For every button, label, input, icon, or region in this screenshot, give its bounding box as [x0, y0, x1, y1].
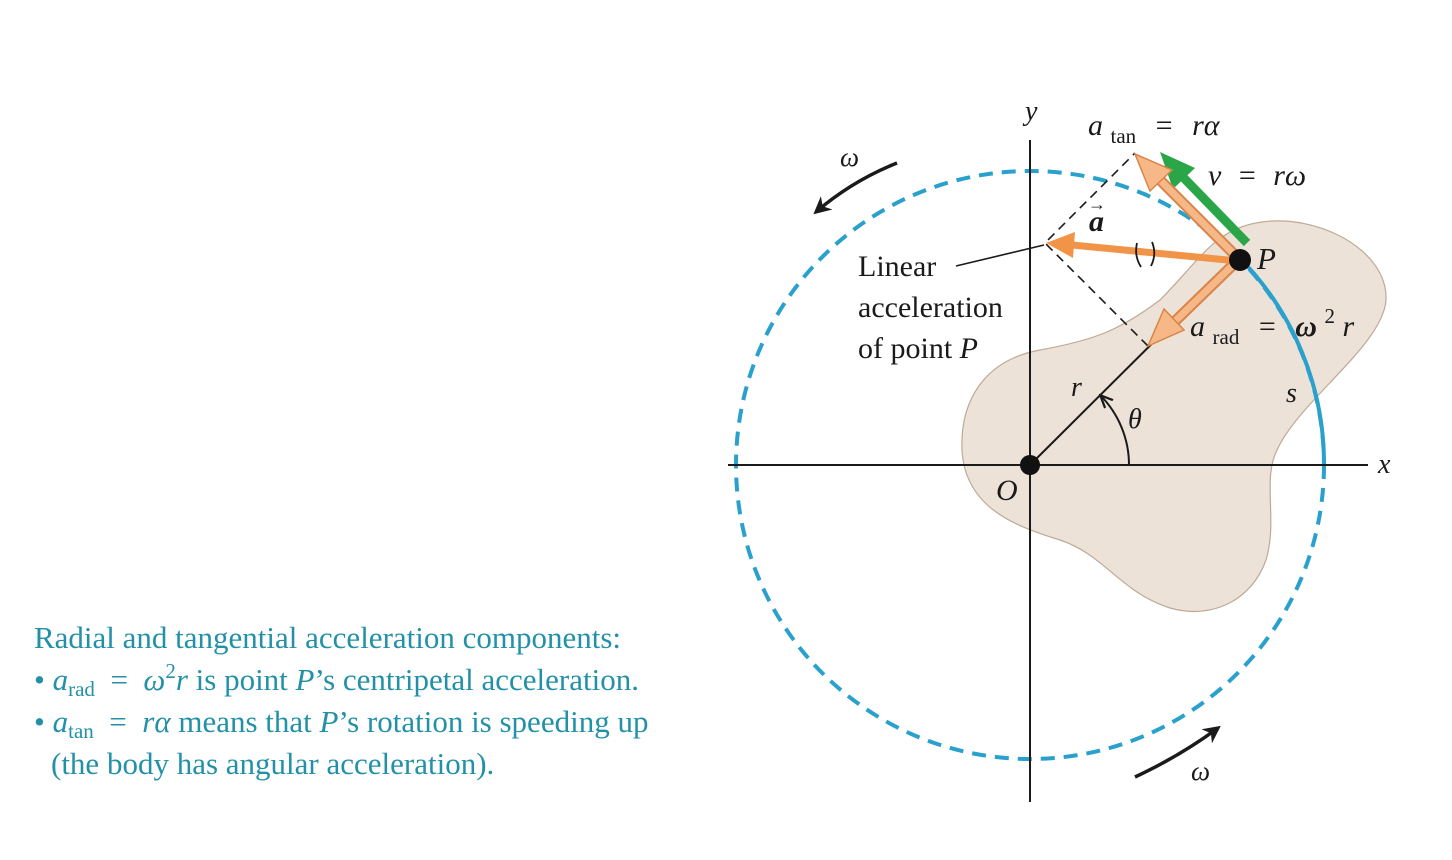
- caption-continuation: (the body has angular acceleration).: [51, 746, 495, 781]
- a-rad-vector: [1146, 258, 1240, 348]
- origin-point: [1020, 455, 1040, 475]
- a-rad-label: a rad = ω 2 r: [1190, 297, 1354, 351]
- accel-vector-arrow: →: [1088, 194, 1106, 214]
- omega-arrow-bottom: [1134, 725, 1221, 779]
- omega-top-label: ω: [840, 142, 859, 172]
- velocity-label: v = rω: [1208, 159, 1306, 192]
- axis-y-label: y: [1022, 96, 1038, 127]
- point-p-label: P: [1256, 241, 1276, 276]
- omega-bottom-label: ω: [1191, 756, 1210, 786]
- point-p: [1229, 249, 1251, 271]
- a-tan-label: a tan = rα: [1088, 109, 1221, 150]
- theta-arc: [1100, 395, 1130, 466]
- linear-accel-line1: Linear: [858, 250, 936, 283]
- theta-label: θ: [1128, 404, 1142, 435]
- radius-label: r: [1071, 372, 1082, 403]
- accel-vector-label: a: [1089, 205, 1104, 238]
- omega-arrow-top: [813, 161, 898, 215]
- rigid-body: [961, 220, 1387, 612]
- arc-s: [1237, 255, 1327, 466]
- caption-bullet-1: • arad = ω2r is point P’s centripetal ac…: [34, 659, 639, 701]
- caption-bullet-2: • atan = rα means that P’s rotation is s…: [34, 704, 649, 743]
- origin-label: O: [996, 474, 1018, 507]
- phi-arc-2: [1150, 241, 1156, 267]
- leader-line: [955, 244, 1045, 267]
- caption: Radial and tangential acceleration compo…: [34, 617, 734, 785]
- linear-accel-line3: of point P: [858, 332, 978, 365]
- a-tan-vector: [1133, 152, 1240, 260]
- linear-accel-line2: acceleration: [858, 291, 1003, 324]
- arc-s-label: s: [1286, 378, 1297, 409]
- construction-lines: [1043, 152, 1149, 347]
- phi-arc: [1135, 242, 1142, 268]
- caption-title: Radial and tangential acceleration compo…: [34, 620, 622, 655]
- axis-x-label: x: [1377, 449, 1391, 480]
- velocity-vector: [1160, 152, 1251, 247]
